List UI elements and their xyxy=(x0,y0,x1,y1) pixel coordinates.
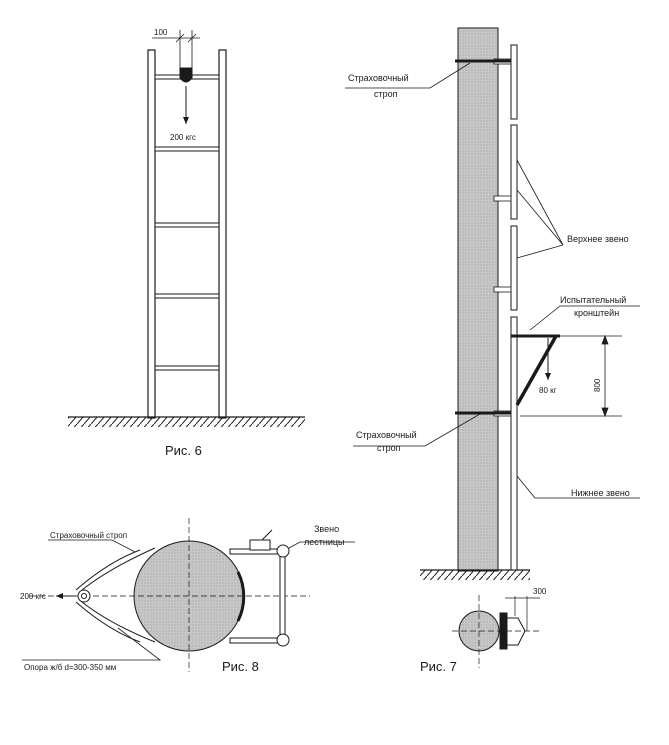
fig7-plan-view xyxy=(452,595,540,668)
fig7-test-bracket-line1: Испытательный xyxy=(560,295,626,305)
fig8-caption: Рис. 8 xyxy=(222,659,259,674)
fig8-axes xyxy=(30,518,310,672)
fig8-ladder-link-line1: Звено xyxy=(314,524,339,534)
fig6-dim-top: 100 xyxy=(154,28,168,37)
fig7-strap-top-line1: Страховочный xyxy=(348,73,409,83)
fig7-dim-800: 800 xyxy=(593,378,602,392)
fig6-ground xyxy=(68,416,305,427)
fig8-leaders xyxy=(22,539,355,661)
fig7-dim-300: 300 xyxy=(533,587,547,596)
fig8-strap xyxy=(75,547,156,643)
fig7-strap-bottom-line1: Страховочный xyxy=(356,430,417,440)
fig7-pole xyxy=(457,27,499,572)
fig6-ladder xyxy=(147,30,227,419)
fig8-ladder-link-line2: лестницы xyxy=(304,537,345,547)
fig8-strap-label: Страховочный строп xyxy=(50,531,127,540)
fig7-upper-link-label: Верхнее звено xyxy=(567,234,629,244)
fig7-leaders xyxy=(345,62,640,499)
fig7-strap-top-line2: строп xyxy=(374,89,398,99)
fig8-ladder-link xyxy=(229,529,290,647)
fig7-lower-link-label: Нижнее звено xyxy=(571,488,630,498)
fig7-ground xyxy=(420,569,530,580)
fig7-load-label: 80 кг xyxy=(539,386,557,395)
fig7-dimension-800 xyxy=(520,334,622,418)
fig6-load-label: 200 кгс xyxy=(170,133,196,142)
fig8-support-label: Опора ж/б d=300-350 мм xyxy=(24,663,116,672)
fig7-test-bracket xyxy=(511,334,560,406)
fig7-caption: Рис. 7 xyxy=(420,659,457,674)
fig7-strap-bottom-line2: строп xyxy=(377,443,401,453)
fig8-load-label: 200 кгс xyxy=(20,592,46,601)
fig6-caption: Рис. 6 xyxy=(165,443,202,458)
fig7-test-bracket-line2: кронштейн xyxy=(574,308,619,318)
